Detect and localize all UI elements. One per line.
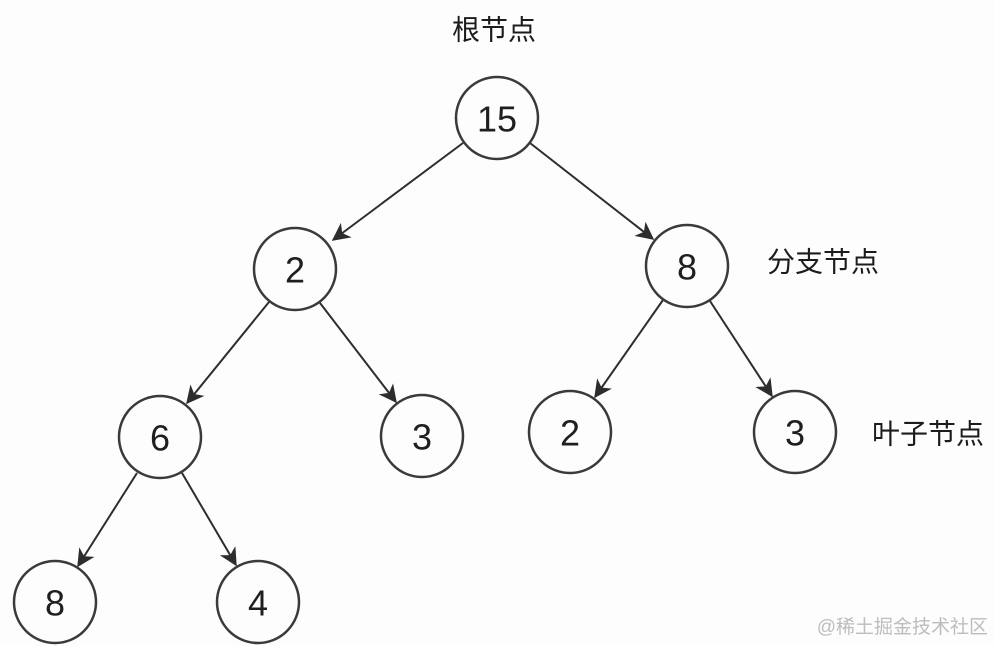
edge-6-to-4 [181, 472, 237, 567]
node-leaf-8-bottom: 8 [12, 559, 98, 645]
node-circle [117, 394, 203, 480]
edge-8-to-left-2 [594, 299, 664, 399]
node-circle [454, 75, 540, 161]
node-value: 15 [477, 99, 517, 140]
node-value: 3 [785, 413, 805, 454]
node-value: 3 [412, 417, 432, 458]
node-value: 2 [285, 250, 305, 291]
node-branch-8: 8 [644, 223, 730, 309]
tree-nodes: 15 2 8 6 3 2 3 [12, 75, 838, 645]
edge-root-to-right-8 [529, 142, 655, 240]
edge-2-to-3 [319, 302, 397, 404]
watermark: @稀土掘金技术社区 [817, 616, 988, 638]
edge-root-to-left-2 [331, 142, 464, 241]
node-value: 4 [248, 583, 268, 624]
node-branch-2: 2 [252, 226, 338, 312]
edge-2-to-6 [186, 301, 270, 405]
node-value: 8 [677, 247, 697, 288]
node-leaf-4-bottom: 4 [215, 559, 301, 645]
node-value: 8 [45, 583, 65, 624]
node-leaf-2-right: 2 [527, 389, 613, 475]
node-value: 2 [560, 413, 580, 454]
edge-6-to-8 [77, 472, 138, 568]
edge-8-to-right-3 [709, 300, 773, 398]
node-value: 6 [150, 418, 170, 459]
leaf-node-label: 叶子节点 [872, 419, 984, 450]
node-circle [215, 559, 301, 645]
node-leaf-3-right: 3 [752, 389, 838, 475]
node-circle [752, 389, 838, 475]
node-circle [12, 559, 98, 645]
branch-node-label: 分支节点 [767, 247, 879, 278]
node-root-15: 15 [454, 75, 540, 161]
node-circle [252, 226, 338, 312]
node-leaf-3-middle: 3 [379, 393, 465, 479]
node-branch-6: 6 [117, 394, 203, 480]
node-circle [379, 393, 465, 479]
tree-edges [77, 142, 773, 568]
root-node-label: 根节点 [452, 15, 536, 46]
node-circle [527, 389, 613, 475]
node-circle [644, 223, 730, 309]
